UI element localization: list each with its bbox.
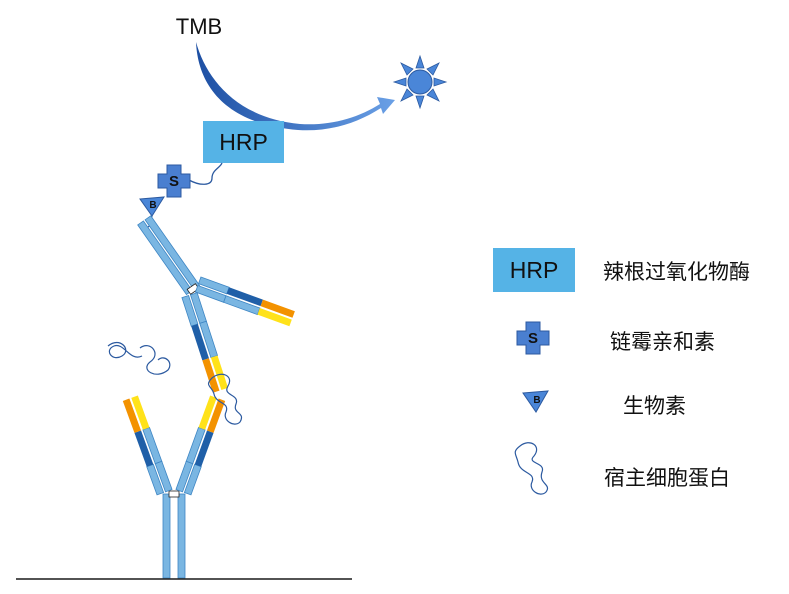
legend-streptavidin-letter: S xyxy=(528,330,538,347)
legend-biotin-symbol: B xyxy=(522,390,549,413)
legend-label-biotin: 生物素 xyxy=(623,394,686,418)
legend-label-hrp: 辣根过氧化物酶 xyxy=(603,260,750,284)
streptavidin-icon: S xyxy=(157,164,191,198)
hrp-label: HRP xyxy=(219,129,268,155)
legend-hrp-text: HRP xyxy=(510,257,559,283)
streptavidin-letter: S xyxy=(169,173,179,190)
legend-label-host-cell-protein: 宿主细胞蛋白 xyxy=(604,466,730,490)
curved-arrow-icon xyxy=(196,42,395,131)
host-cell-protein-icon xyxy=(107,341,242,425)
detection-antibody xyxy=(137,215,296,394)
legend-biotin-letter: B xyxy=(533,395,540,406)
legend-hrp-symbol: HRP xyxy=(493,248,575,292)
tmb-label: TMB xyxy=(176,14,222,39)
legend-host-cell-protein-icon xyxy=(514,442,548,495)
sun-icon xyxy=(392,54,448,110)
legend-streptavidin-symbol: S xyxy=(516,321,550,355)
hrp-box: HRP xyxy=(203,121,284,163)
biotin-letter: B xyxy=(149,200,156,211)
legend-label-streptavidin: 链霉亲和素 xyxy=(610,330,715,354)
capture-antibody xyxy=(122,394,226,579)
hrp-tether xyxy=(188,162,223,185)
